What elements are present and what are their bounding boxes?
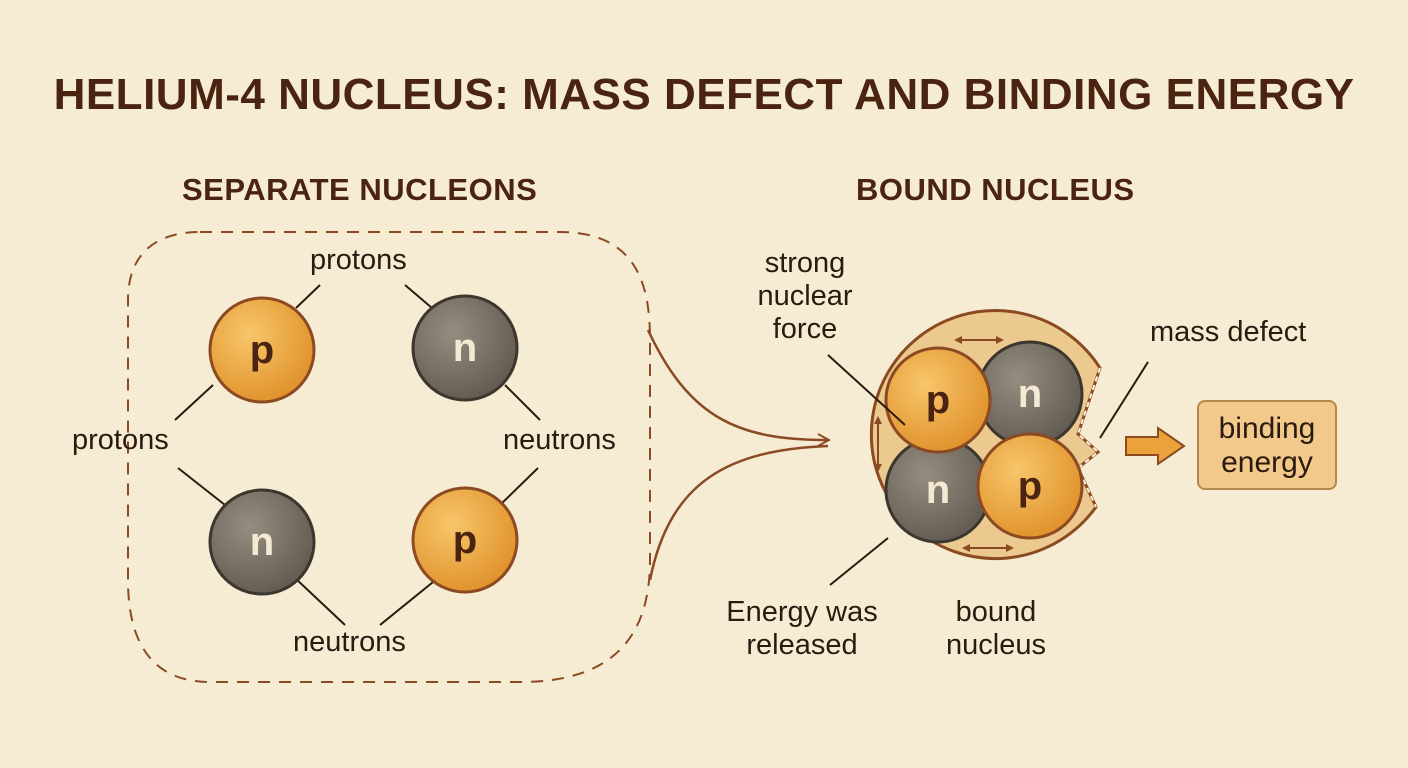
neutron-letter: n xyxy=(249,520,275,564)
bound-neutron-letter: n xyxy=(925,468,951,512)
proton-top-left xyxy=(208,296,316,404)
label-neutrons-right: neutrons xyxy=(503,424,616,456)
bound-nucleus-heading: BOUND NUCLEUS xyxy=(856,172,1135,207)
separate-nucleons-heading: SEPARATE NUCLEONS xyxy=(182,172,538,207)
force-arrows xyxy=(874,336,1014,552)
label-protons-top: protons xyxy=(310,244,407,276)
label-strong-nuclear-force: strong nuclear force xyxy=(757,247,853,345)
bound-proton-top xyxy=(884,346,992,454)
label-energy-released: Energy was released xyxy=(726,596,878,661)
left-leader-lines xyxy=(174,284,541,626)
neutron-bottom-left xyxy=(208,488,316,596)
proton-letter: p xyxy=(249,328,275,372)
bound-proton-letter: p xyxy=(925,378,951,422)
label-bound-nucleus: bound nucleus xyxy=(946,596,1046,661)
separate-nucleons-boundary xyxy=(127,231,651,683)
binding-energy-arrow xyxy=(1125,426,1186,466)
binding-energy-box: binding energy xyxy=(1197,400,1337,490)
mass-defect-notch xyxy=(1076,367,1101,508)
label-mass-defect: mass defect xyxy=(1150,316,1307,348)
merge-arrow-lower xyxy=(648,444,829,581)
bound-proton-letter: p xyxy=(1017,464,1043,508)
bound-neutron-letter: n xyxy=(1017,372,1043,416)
merge-arrow-upper xyxy=(646,329,828,440)
binding-energy-label: binding energy xyxy=(1218,412,1316,479)
bound-proton-bottom xyxy=(976,432,1084,540)
neutron-letter: n xyxy=(452,326,478,370)
label-protons-left: protons xyxy=(72,424,169,456)
proton-letter: p xyxy=(452,518,478,562)
page-title: HELIUM-4 NUCLEUS: MASS DEFECT AND BINDIN… xyxy=(53,70,1355,119)
proton-bottom-right xyxy=(411,486,519,594)
right-leader-lines xyxy=(827,354,1149,586)
neutron-top-right xyxy=(411,294,519,402)
label-neutrons-bottom: neutrons xyxy=(293,626,406,658)
